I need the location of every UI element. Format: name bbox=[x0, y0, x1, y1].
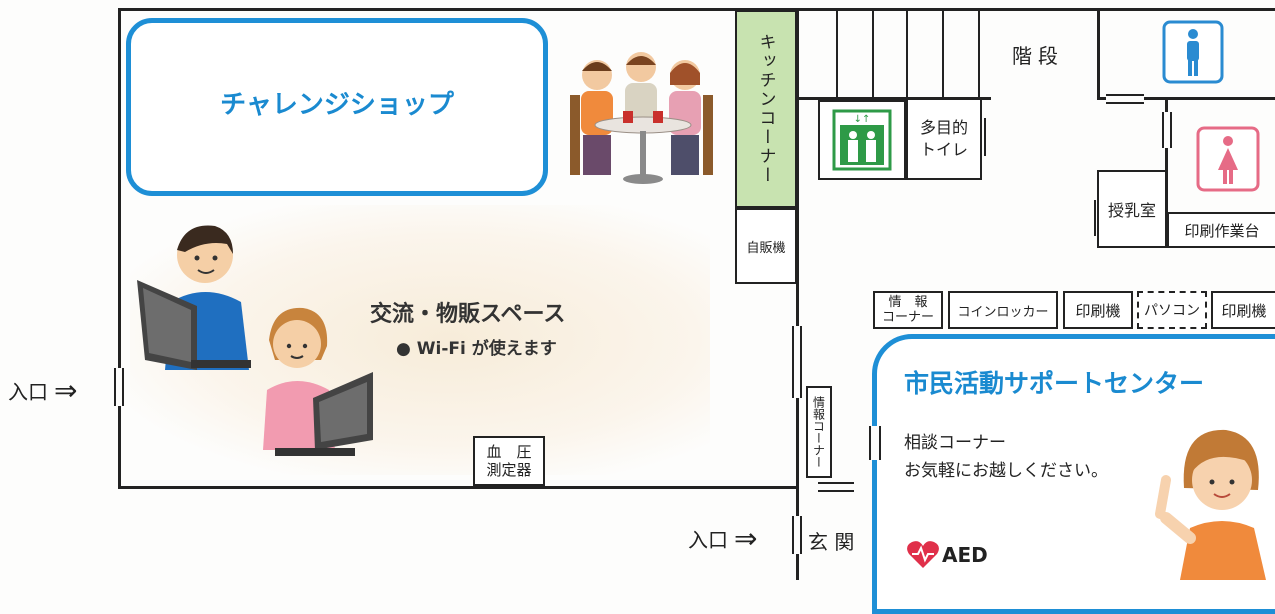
kitchen-corner: キッチンコーナー bbox=[735, 10, 797, 208]
vending-machine-label: 自販機 bbox=[746, 240, 786, 256]
info-corner-vertical: 情報コーナー bbox=[806, 386, 832, 478]
consult-line1: 相談コーナー bbox=[904, 433, 1006, 453]
vending-machine: 自販機 bbox=[735, 208, 797, 284]
wall-stairs-bottom bbox=[796, 97, 991, 100]
wall-bottom-left bbox=[118, 486, 798, 489]
wall-left bbox=[118, 8, 121, 488]
pc: パソコン bbox=[1137, 291, 1207, 329]
entrance-hall-label: 玄 関 bbox=[808, 530, 855, 554]
helper-woman-illustration bbox=[1155, 429, 1266, 580]
corridor-door bbox=[792, 326, 802, 398]
coin-locker: コインロッカー bbox=[948, 291, 1058, 329]
challenge-shop bbox=[126, 18, 548, 196]
support-center-door bbox=[869, 426, 881, 460]
print-work-table-label: 印刷作業台 bbox=[1184, 221, 1260, 240]
stairs-line bbox=[872, 8, 874, 100]
exchange-space-label: 交流・物販スペース bbox=[370, 302, 566, 327]
info-corner-vertical-label: 情報コーナー bbox=[811, 396, 826, 468]
info-corner-top: 情 報 コーナー bbox=[873, 291, 943, 329]
multipurpose-toilet: 多目的 トイレ bbox=[906, 98, 982, 180]
hall-door bbox=[818, 482, 854, 492]
nursing-room-label: 授乳室 bbox=[1107, 201, 1156, 220]
elevator-icon: ↓↑ bbox=[832, 109, 892, 171]
kitchen-corner-label: キッチンコーナー bbox=[755, 33, 776, 185]
restroom-door bbox=[1162, 112, 1172, 148]
elevator: ↓↑ bbox=[818, 100, 906, 180]
printer-1-label: 印刷機 bbox=[1075, 301, 1121, 320]
left-entrance-door bbox=[114, 368, 124, 406]
stairs-line bbox=[942, 8, 944, 100]
cafe-illustration bbox=[570, 52, 713, 184]
blood-pressure-line2: 測定器 bbox=[486, 461, 532, 479]
svg-text:↓↑: ↓↑ bbox=[854, 114, 871, 125]
wall-restroom-left bbox=[1097, 8, 1100, 100]
male-restroom-icon bbox=[1162, 20, 1224, 84]
stairs-line bbox=[978, 8, 980, 100]
female-restroom-icon bbox=[1196, 126, 1260, 192]
bottom-entrance: 入口 ⇒ bbox=[688, 522, 757, 555]
left-entrance-label: 入口 bbox=[8, 380, 48, 404]
left-entrance: 入口 ⇒ bbox=[8, 374, 77, 407]
wall-corridor-left bbox=[796, 8, 799, 580]
pc-label: パソコン bbox=[1144, 303, 1200, 319]
info-corner-top-line2: コーナー bbox=[881, 310, 934, 325]
aed: AED bbox=[906, 540, 988, 570]
left-entrance-arrow-icon: ⇒ bbox=[54, 374, 78, 407]
printer-2-label: 印刷機 bbox=[1221, 301, 1267, 320]
aed-label: AED bbox=[942, 543, 988, 567]
bottom-entrance-label: 入口 bbox=[688, 528, 728, 552]
print-work-table: 印刷作業台 bbox=[1167, 212, 1275, 248]
printer-1: 印刷機 bbox=[1063, 291, 1133, 329]
blood-pressure-monitor: 血 圧 測定器 bbox=[473, 436, 545, 486]
bottom-entrance-door bbox=[792, 516, 802, 554]
stairs-line bbox=[906, 8, 908, 100]
stairs-line bbox=[836, 8, 838, 100]
stairs-label: 階段 bbox=[1012, 44, 1064, 68]
wall-top-left bbox=[118, 8, 798, 11]
printer-2: 印刷機 bbox=[1211, 291, 1275, 329]
coin-locker-label: コインロッカー bbox=[957, 304, 1049, 320]
info-corner-top-line1: 情 報 bbox=[888, 295, 928, 310]
consult-line2: お気軽にお越しください。 bbox=[904, 461, 1108, 481]
restroom-door bbox=[1106, 94, 1144, 104]
nursing-room: 授乳室 bbox=[1097, 170, 1167, 248]
multipurpose-toilet-line2: トイレ bbox=[919, 140, 968, 159]
wall-restroom-bottom bbox=[1097, 97, 1275, 100]
bottom-entrance-arrow-icon: ⇒ bbox=[734, 522, 758, 555]
multipurpose-toilet-line1: 多目的 bbox=[919, 118, 968, 137]
wifi-note: ● Wi-Fi が使えます bbox=[396, 339, 557, 359]
support-center-title: 市民活動サポートセンター bbox=[904, 369, 1205, 398]
man-laptop-illustration bbox=[137, 225, 251, 370]
woman-laptop-illustration bbox=[263, 307, 373, 456]
wall-top-right bbox=[796, 8, 1275, 11]
aed-heart-icon bbox=[907, 541, 939, 568]
challenge-shop-label: チャレンジショップ bbox=[220, 90, 454, 120]
blood-pressure-line1: 血 圧 bbox=[486, 443, 532, 461]
